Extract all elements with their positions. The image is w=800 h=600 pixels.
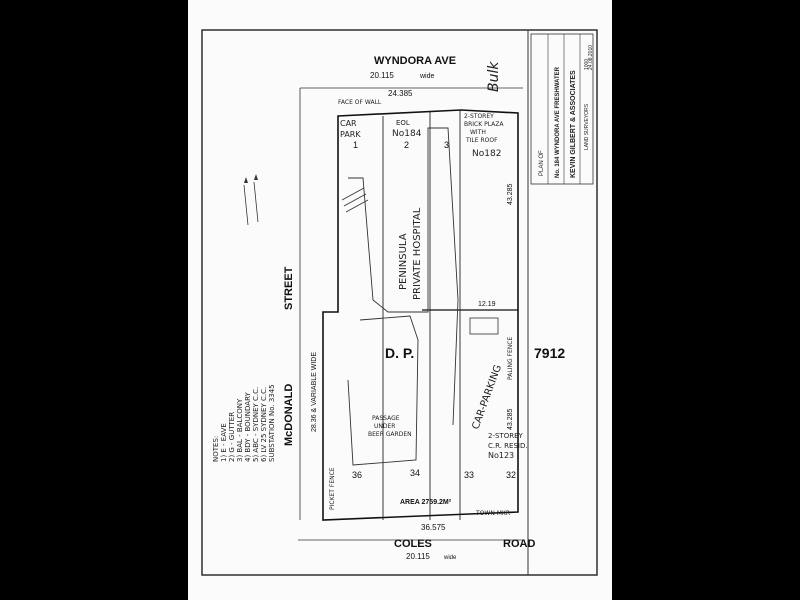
two-storey-note-3: WITH bbox=[470, 129, 486, 136]
title-block bbox=[530, 33, 594, 185]
picket-fence-note: PICKET FENCE bbox=[329, 467, 336, 510]
title-date: 24.08.2010 bbox=[588, 45, 594, 70]
north-boundary-dim: 24.385 bbox=[388, 89, 413, 98]
outer-frame bbox=[201, 29, 598, 576]
survey-plan-sheet: PLAN OF No. 184 WYNDORA AVE FRESHWATER K… bbox=[188, 0, 612, 600]
title-firm: KEVIN GILBERT & ASSOCIATES bbox=[570, 70, 577, 178]
lot-number: 2 bbox=[404, 140, 409, 150]
north-street-width-unit: wide bbox=[419, 73, 435, 80]
south-street-width: 20.115 bbox=[406, 552, 430, 561]
west-street-width: 28.36 & VARIABLE WIDE bbox=[311, 352, 318, 432]
notes-block: NOTES: 1) E - EAVE 2) G - GUTTER 3) BAL … bbox=[212, 384, 276, 462]
lot-number: 33 bbox=[464, 470, 474, 480]
two-storey-note-2: BRICK PLAZA bbox=[464, 121, 504, 128]
title-firm-sub: LAND SURVEYORS bbox=[584, 103, 590, 150]
lot-number: 3 bbox=[444, 140, 449, 150]
north-street-name: WYNDORA AVE bbox=[374, 55, 456, 67]
title-ref: 1000 bbox=[584, 59, 590, 70]
street-number-184: No184 bbox=[392, 129, 422, 139]
lot-number: 1 bbox=[353, 140, 358, 150]
dp-number: 7912 bbox=[534, 345, 565, 361]
hospital-note-1: PENINSULA bbox=[398, 233, 409, 290]
paling-fence-note: PALING FENCE bbox=[507, 337, 514, 380]
west-street-name-1: McDONALD bbox=[283, 384, 295, 446]
site-boundary bbox=[322, 109, 519, 521]
rear-building-outline bbox=[347, 315, 419, 466]
notes-line: 1) E - EAVE bbox=[220, 423, 228, 462]
north-street-width: 20.115 bbox=[370, 71, 394, 80]
notes-line: 2) G - GUTTER bbox=[228, 412, 236, 462]
car-park-note-2: PARK bbox=[340, 130, 361, 139]
east-upper-dim: 43.285 bbox=[507, 183, 514, 205]
shed-outline bbox=[469, 317, 499, 335]
car-parking-note: CAR-PARKING bbox=[470, 363, 504, 431]
title-plan-of: PLAN OF bbox=[539, 150, 545, 176]
south-boundary-dim: 36.575 bbox=[421, 523, 446, 532]
title-address: No. 184 WYNDORA AVE FRESHWATER bbox=[555, 66, 561, 178]
south-street-name-2: ROAD bbox=[503, 538, 535, 550]
notes-line: 4) BDY - BOUNDARY bbox=[244, 392, 252, 462]
south-street-name-1: COLES bbox=[394, 538, 432, 550]
notes-line: 6) LV 25 SYDNEY C.C. bbox=[260, 387, 268, 462]
face-of-wall-note: FACE OF WALL bbox=[338, 99, 382, 106]
passage-note-1: PASSAGE bbox=[372, 415, 400, 422]
east-middle-dim: 12.19 bbox=[478, 301, 496, 308]
surveyor-signature: Bulk bbox=[486, 61, 502, 92]
eol-note: EOL bbox=[396, 119, 410, 127]
passage-note-2: UNDER bbox=[374, 423, 395, 430]
site-area: AREA 2759.2M² bbox=[400, 499, 452, 506]
survey-plan-drawing: PLAN OF No. 184 WYNDORA AVE FRESHWATER K… bbox=[201, 29, 598, 576]
two-storey-note-1: 2-STOREY bbox=[464, 113, 494, 120]
south-street-width-unit: wide bbox=[443, 555, 457, 561]
residence-note-3: No123 bbox=[488, 451, 514, 460]
west-street-name-2: STREET bbox=[283, 266, 295, 310]
north-arrow-icon bbox=[243, 174, 259, 226]
residence-note-2: C.R. RESID. bbox=[488, 442, 528, 450]
hospital-note-2: PRIVATE HOSPITAL bbox=[412, 207, 423, 300]
street-number-182: No182 bbox=[472, 149, 501, 159]
dp-label: D. P. bbox=[385, 345, 414, 361]
notes-line: 3) BAL - BALCONY bbox=[236, 398, 244, 462]
town-marker-note: TOWN MKR bbox=[475, 510, 510, 517]
residence-note-1: 2-STOREY bbox=[488, 432, 523, 440]
hospital-building-outline bbox=[348, 127, 459, 426]
two-storey-note-4: TILE ROOF bbox=[465, 137, 498, 144]
passage-note-3: BEER GARDEN bbox=[368, 431, 412, 438]
lot-number: 32 bbox=[506, 470, 516, 480]
lot-number: 36 bbox=[352, 470, 362, 480]
east-lower-dim: 43.285 bbox=[507, 408, 514, 430]
lot-number: 34 bbox=[410, 468, 420, 478]
car-park-note-1: CAR bbox=[340, 119, 357, 128]
notes-line: SUBSTATION No. 3345 bbox=[268, 384, 276, 462]
notes-title: NOTES: bbox=[212, 436, 220, 462]
notes-line: 5) ABC - SYDNEY C.C. bbox=[252, 387, 260, 462]
